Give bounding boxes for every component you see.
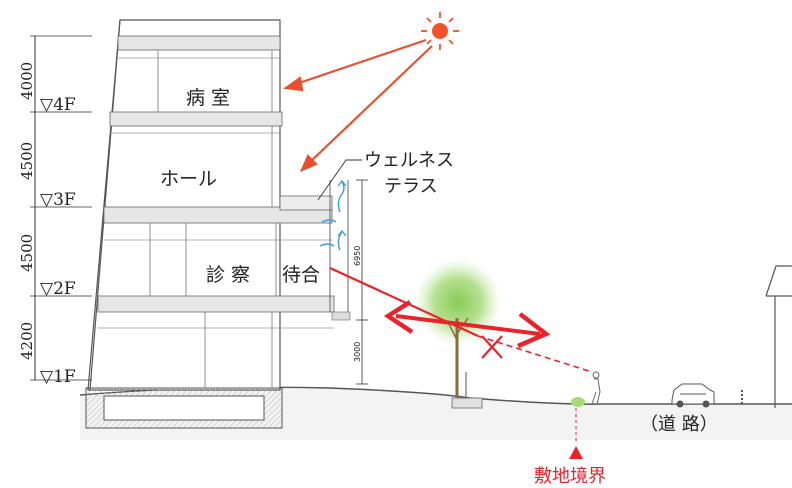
- dim-6950: 6950: [353, 246, 362, 266]
- terrace-leader: [317, 159, 362, 201]
- signboard: [765, 265, 792, 408]
- sun-icon: [421, 12, 459, 50]
- road-label: （道 路）: [640, 414, 718, 435]
- sightline: [329, 267, 593, 373]
- floor-label-3f: ▽3F: [40, 190, 76, 210]
- car-icon: [671, 383, 715, 408]
- floor-label-4f: ▽4F: [40, 95, 76, 115]
- airflow-arrows: [319, 179, 347, 251]
- shrub-icon: [571, 397, 585, 407]
- terrace-label-line1: ウェルネス: [364, 150, 454, 171]
- boundary-label: 敷地境界: [534, 466, 606, 487]
- room-waiting: 待合: [282, 264, 320, 286]
- room-ward: 病 室: [186, 87, 230, 109]
- dimension-column: [30, 35, 92, 381]
- room-hall: ホール: [160, 168, 217, 190]
- floor-label-2f: ▽2F: [40, 279, 76, 299]
- tree-icon: [414, 258, 502, 409]
- dim-3000: 3000: [353, 342, 362, 362]
- pedestrian-icon: [591, 371, 601, 405]
- dim-4500-upper: 4500: [18, 142, 36, 180]
- boundary-marker: [569, 408, 583, 459]
- building-section: [85, 19, 351, 429]
- floor-label-1f: ▽1F: [40, 367, 76, 387]
- room-clinic: 診 察: [206, 264, 250, 286]
- sunlight-arrows: [283, 38, 433, 173]
- terrace-label-line2: テラス: [384, 176, 438, 197]
- dim-4000: 4000: [18, 62, 36, 100]
- dim-4200: 4200: [18, 322, 36, 360]
- dim-4500-lower: 4500: [18, 234, 36, 272]
